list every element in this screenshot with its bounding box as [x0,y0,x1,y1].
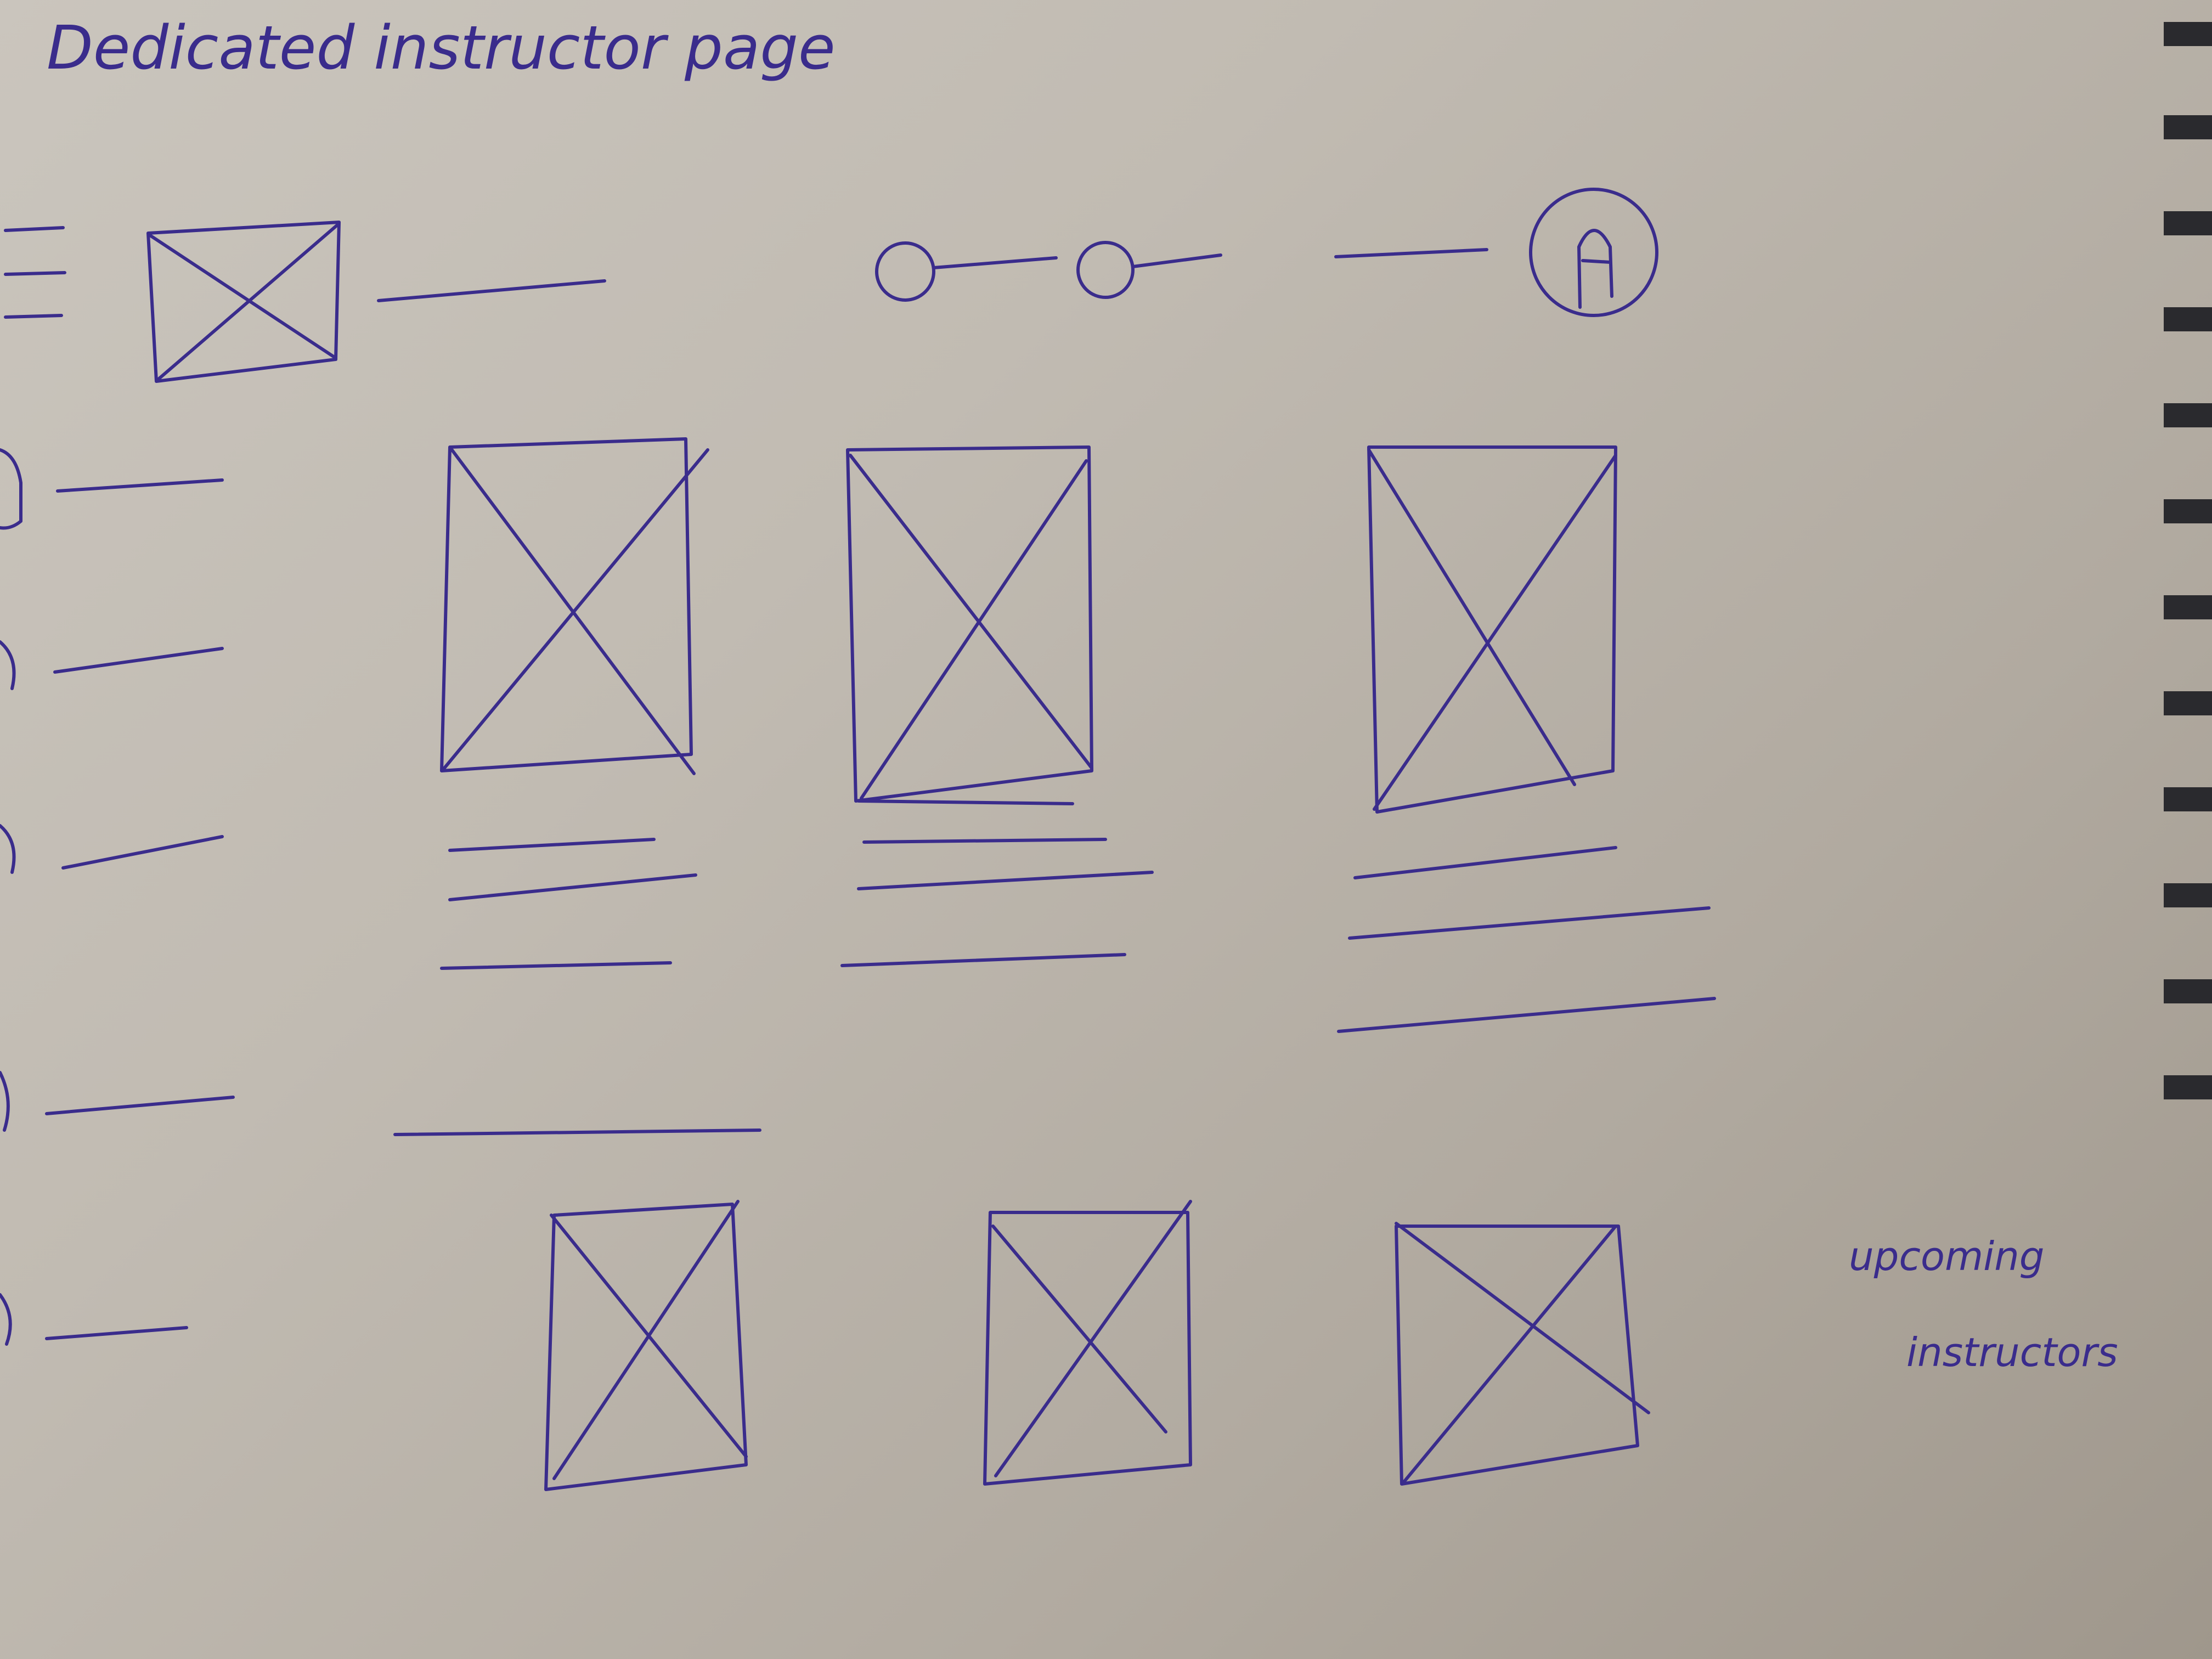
instructor-card-1[interactable] [440,437,709,970]
user-avatar-icon[interactable] [1529,188,1658,317]
upcoming-instructor-card-3[interactable] [1395,1222,1650,1486]
sidebar-item-3[interactable] [0,824,224,874]
sidebar-item-5[interactable] [0,1293,188,1346]
instructor-card-3[interactable] [1337,445,1716,1033]
upcoming-instructor-card-2[interactable] [983,1200,1192,1486]
header-nav-links[interactable] [875,241,1222,302]
header-link-line[interactable] [1334,248,1488,258]
sidebar-item-2[interactable] [0,640,224,690]
sidebar-item-1[interactable] [0,448,224,530]
logo-placeholder[interactable] [146,221,341,383]
section-divider [393,1128,761,1136]
upcoming-instructor-card-1[interactable] [544,1200,748,1491]
notebook-binding [2164,22,2212,1099]
sidebar-item-4[interactable] [0,1071,235,1132]
upcoming-label: upcoming [1849,1233,2044,1279]
instructors-label: instructors [1906,1329,2118,1375]
page-title: Dedicated instructor page [47,13,836,83]
header-text-line [377,279,606,302]
instructor-card-2[interactable] [840,445,1154,967]
hamburger-menu-icon[interactable] [4,226,66,319]
